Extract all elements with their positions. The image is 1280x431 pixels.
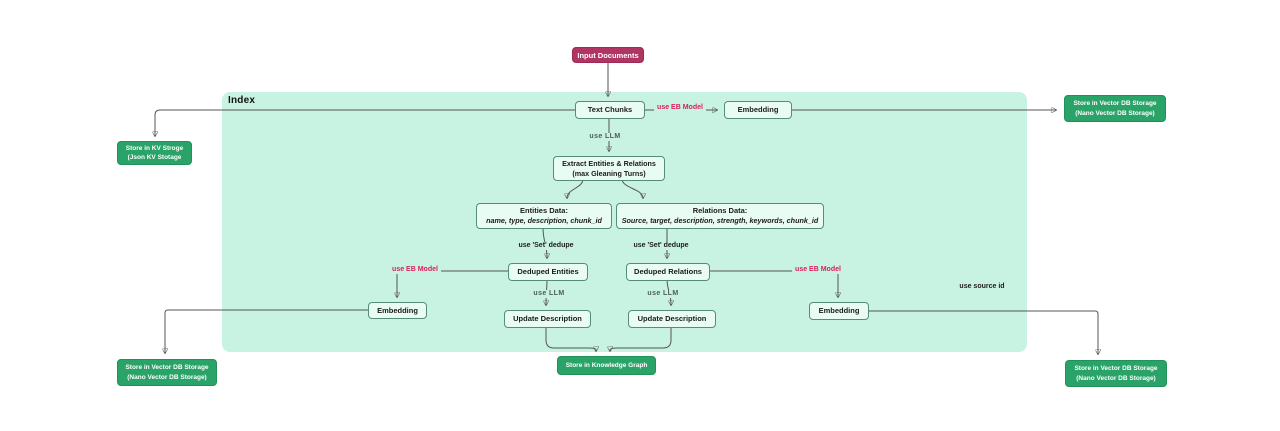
node-input-documents: Input Documents bbox=[572, 47, 644, 63]
node-extract-entities-relations: Extract Entities & Relations (max Gleani… bbox=[553, 156, 665, 181]
node-embedding-right: Embedding bbox=[809, 302, 869, 320]
edge-label-use-set-dedupe-left: use 'Set' dedupe bbox=[515, 242, 577, 251]
node-store-vector-db-bottom-left: Store in Vector DB Storage (Nano Vector … bbox=[117, 359, 217, 386]
node-text-chunks: Text Chunks bbox=[575, 101, 645, 119]
edge-label-use-set-dedupe-right: use 'Set' dedupe bbox=[630, 242, 692, 251]
node-embedding-left: Embedding bbox=[368, 302, 427, 319]
node-deduped-entities: Deduped Entities bbox=[508, 263, 588, 281]
node-embedding-top: Embedding bbox=[724, 101, 792, 119]
edge-label-use-llm-right: use LLM bbox=[644, 290, 682, 299]
edge-label-use-source-id: use source id bbox=[959, 283, 1005, 290]
node-store-kv: Store in KV Stroge (Json KV Stotage bbox=[117, 141, 192, 165]
node-store-vector-db-bottom-right: Store in Vector DB Storage (Nano Vector … bbox=[1065, 360, 1167, 387]
edge-label-use-eb-model-right: use EB Model bbox=[792, 266, 844, 275]
node-update-description-left: Update Description bbox=[504, 310, 591, 328]
edge-label-use-eb-model-top: use EB Model bbox=[654, 104, 706, 113]
node-update-description-right: Update Description bbox=[628, 310, 716, 328]
node-entities-data: Entities Data: name, type, description, … bbox=[476, 203, 612, 229]
edge-label-use-llm-left: use LLM bbox=[530, 290, 568, 299]
node-relations-data: Relations Data: Source, target, descript… bbox=[616, 203, 824, 229]
node-store-knowledge-graph: Store in Knowledge Graph bbox=[557, 356, 656, 375]
index-subgraph-title: Index bbox=[228, 95, 256, 106]
node-deduped-relations: Deduped Relations bbox=[626, 263, 710, 281]
node-store-vector-db-top: Store in Vector DB Storage (Nano Vector … bbox=[1064, 95, 1166, 122]
edge-label-use-llm-top: use LLM bbox=[586, 133, 624, 142]
edge-label-use-eb-model-left: use EB Model bbox=[389, 266, 441, 275]
